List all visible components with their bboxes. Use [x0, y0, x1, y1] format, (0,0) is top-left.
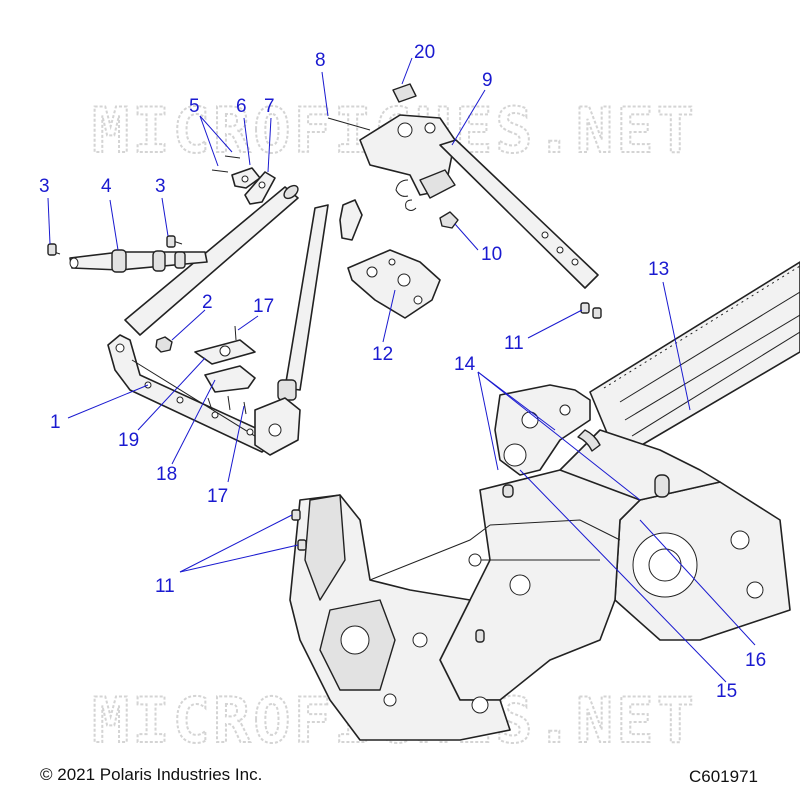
main-chassis-frame [289, 384, 791, 741]
parts-17-18-19-plates [194, 325, 256, 415]
part-11-bolts [291, 302, 602, 551]
callout-19: 19 [118, 430, 139, 451]
callout-17-lower: 17 [207, 486, 228, 507]
diagram-code: C601971 [688, 767, 758, 786]
callout-13: 13 [648, 259, 669, 280]
callout-8: 8 [315, 50, 326, 71]
callout-14: 14 [454, 354, 476, 375]
part-4-steering-shaft [69, 249, 208, 273]
callout-11-lower: 11 [155, 576, 175, 597]
copyright-text: © 2021 Polaris Industries Inc. [40, 765, 263, 784]
callout-16: 16 [745, 650, 766, 671]
callout-2: 2 [202, 292, 213, 313]
callout-11-upper: 11 [504, 333, 524, 354]
callout-6: 6 [236, 96, 247, 117]
part-13-tunnel-rail [589, 261, 800, 447]
part-10-fitting [439, 211, 459, 229]
callout-15: 15 [716, 681, 737, 702]
callout-labels: 1 2 3 3 4 5 6 7 8 9 10 11 11 12 13 14 15… [39, 42, 766, 702]
callout-3-right: 3 [155, 176, 166, 197]
callout-5: 5 [189, 96, 200, 117]
part-12-mounting-plate [347, 249, 441, 319]
callout-7: 7 [264, 96, 275, 117]
callout-10: 10 [481, 244, 502, 265]
steering-bracket [339, 199, 363, 241]
callout-1: 1 [50, 412, 61, 433]
callout-18: 18 [156, 464, 177, 485]
callout-3-left: 3 [39, 176, 50, 197]
callout-4: 4 [101, 176, 112, 197]
part-3-bolts [47, 235, 183, 256]
callout-20: 20 [414, 42, 435, 63]
part-8-bolt [327, 117, 371, 131]
part-20-label [392, 83, 417, 103]
parts-5-6-7-brackets [211, 155, 276, 205]
front-vertical-tube [254, 204, 329, 456]
callout-17-upper: 17 [253, 296, 274, 317]
callout-9: 9 [482, 70, 493, 91]
leader-lines [47, 57, 756, 683]
part-9-steering-post [359, 114, 599, 289]
callout-12: 12 [372, 344, 393, 365]
part-2-nut [155, 336, 173, 353]
front-diagonal-tube [124, 184, 299, 336]
